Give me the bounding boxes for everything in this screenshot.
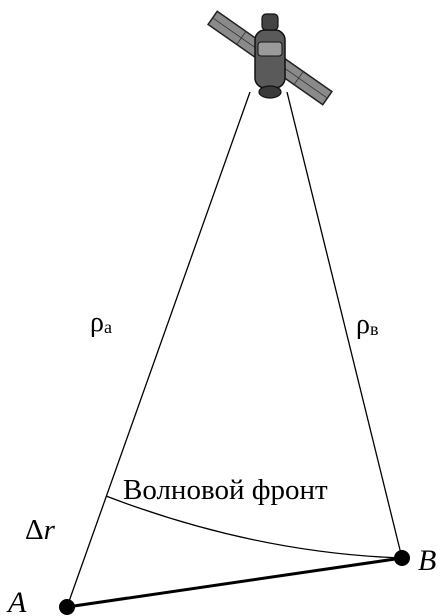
delta-r-label: Δr [25,514,56,546]
point-b-dot [394,550,410,566]
point-a-dot [59,599,75,615]
range-line-a [66,91,251,608]
baseline-ab [66,556,403,609]
wavefront-label: Волновой фронт [123,474,328,506]
satellite-icon [207,10,333,106]
point-b-label: B [418,544,436,577]
rho-b-label: ρв [356,309,378,340]
rho-a-label: ρa [90,307,112,338]
range-line-b [286,91,403,559]
wavefront-arc [105,495,403,559]
point-a-label: A [6,586,27,616]
